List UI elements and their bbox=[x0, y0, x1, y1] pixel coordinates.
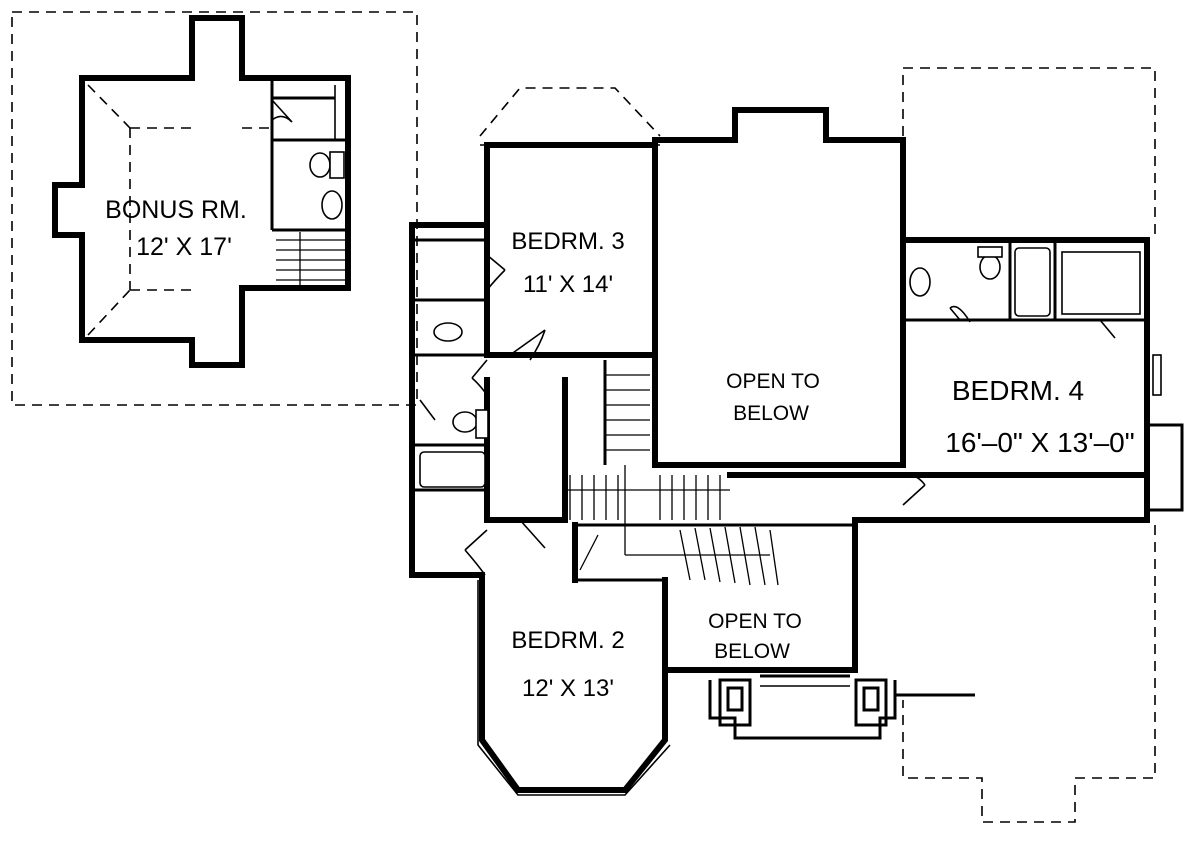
door-swing-icon bbox=[519, 519, 546, 549]
bonus-room-label: BONUS RM. bbox=[105, 196, 247, 224]
bedroom-2-size: 12' X 13' bbox=[522, 675, 614, 702]
bay-roof-outline bbox=[479, 87, 661, 137]
door-swing-icon bbox=[471, 359, 488, 396]
main-floor bbox=[409, 67, 1184, 823]
open-to-below-label: BELOW bbox=[714, 640, 790, 663]
open-to-below-label: OPEN TO bbox=[708, 610, 802, 633]
bathtub-icon bbox=[1014, 247, 1051, 317]
sink-icon bbox=[433, 322, 463, 342]
bonus-room-area: BONUS RM. 12' X 17' bbox=[11, 11, 418, 406]
bedroom-4-label: BEDRM. 4 bbox=[952, 375, 1084, 406]
stair-icon bbox=[565, 374, 779, 586]
door-swing-icon bbox=[486, 254, 506, 291]
door-swing-icon bbox=[271, 99, 293, 123]
porch-roof-outline bbox=[902, 525, 1156, 823]
sink-icon bbox=[321, 190, 343, 220]
bonus-room-walls bbox=[52, 15, 351, 368]
door-swing-icon bbox=[949, 305, 971, 323]
porch-columns bbox=[708, 674, 975, 740]
bedroom-3-size: 11' X 14' bbox=[523, 271, 613, 298]
door-swing-icon bbox=[509, 329, 546, 361]
bedroom-2-label: BEDRM. 2 bbox=[511, 627, 624, 654]
open-to-below-label: BELOW bbox=[733, 402, 809, 425]
bonus-roof-outline bbox=[11, 11, 418, 406]
toilet-icon bbox=[309, 152, 331, 178]
door-swing-icon bbox=[464, 529, 488, 576]
stair-icon bbox=[276, 232, 345, 288]
bonus-room-size: 12' X 17' bbox=[136, 233, 232, 261]
bathtub-icon bbox=[419, 451, 486, 488]
sink-icon bbox=[909, 267, 931, 297]
shower-icon bbox=[1061, 251, 1141, 315]
right-roof-outline bbox=[902, 67, 1156, 238]
toilet-icon bbox=[452, 411, 478, 433]
door-swing-icon bbox=[902, 474, 926, 506]
door-swing-icon bbox=[419, 399, 436, 421]
bedroom-3-label: BEDRM. 3 bbox=[511, 228, 624, 255]
bedroom-4-size: 16'–0" X 13'–0" bbox=[945, 427, 1134, 458]
open-to-below-label: OPEN TO bbox=[726, 370, 820, 393]
exterior-walls bbox=[409, 107, 1150, 793]
door-swing-icon bbox=[1099, 319, 1116, 339]
toilet-icon bbox=[979, 254, 1001, 280]
